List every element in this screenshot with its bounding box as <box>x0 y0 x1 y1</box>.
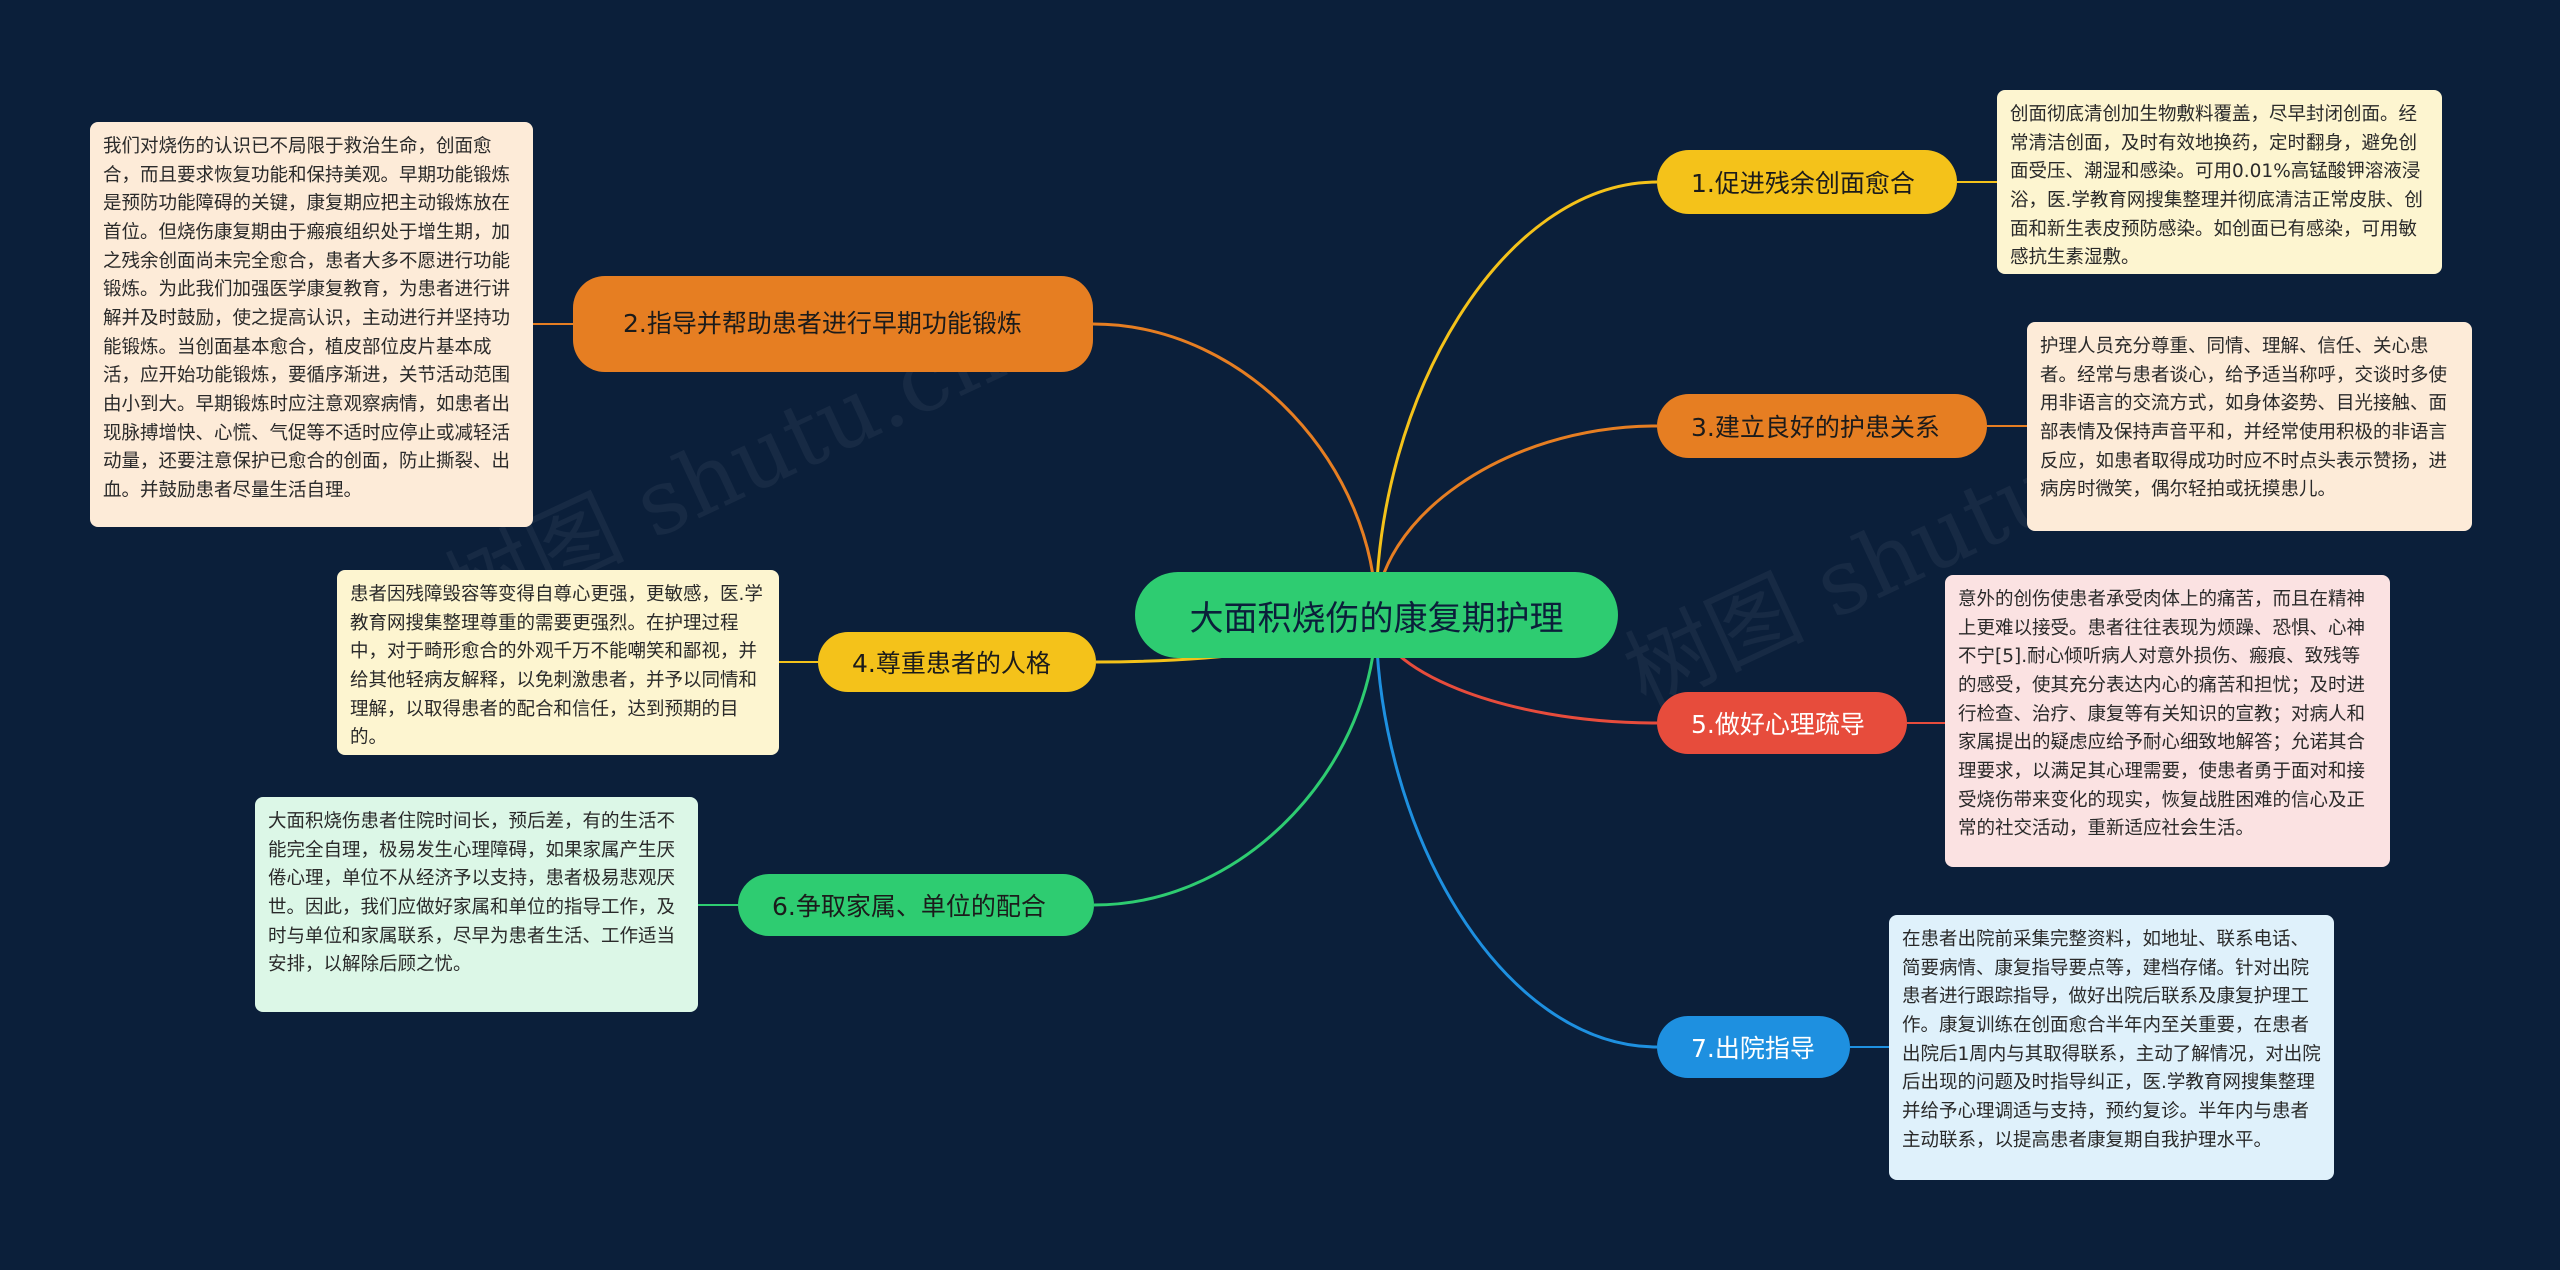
branch-3[interactable]: 3.建立良好的护患关系 <box>1657 394 1987 458</box>
note-1: 创面彻底清创加生物敷料覆盖，尽早封闭创面。经常清洁创面，及时有效地换药，定时翻身… <box>1997 90 2442 274</box>
branch-2[interactable]: 2.指导并帮助患者进行早期功能锻炼 <box>573 276 1093 372</box>
branch-connector-1 <box>1374 180 1658 616</box>
branch-connector-2 <box>1092 322 1378 616</box>
note-5: 意外的创伤使患者承受肉体上的痛苦，而且在精神上更难以接受。患者往往表现为烦躁、恐… <box>1945 575 2390 867</box>
note-6: 大面积烧伤患者住院时间长，预后差，有的生活不能完全自理，极易发生心理障碍，如果家… <box>255 797 698 1012</box>
note-7: 在患者出院前采集完整资料，如地址、联系电话、简要病情、康复指导要点等，建档存储。… <box>1889 915 2334 1180</box>
note-4: 患者因残障毁容等变得自尊心更强，更敏感，医.学教育网搜集整理尊重的需要更强烈。在… <box>337 570 779 755</box>
branch-1[interactable]: 1.促进残余创面愈合 <box>1657 150 1957 214</box>
note-2: 我们对烧伤的认识已不局限于救治生命，创面愈合，而且要求恢复功能和保持美观。早期功… <box>90 122 533 527</box>
branch-4[interactable]: 4.尊重患者的人格 <box>818 632 1096 692</box>
branch-5[interactable]: 5.做好心理疏导 <box>1657 692 1907 754</box>
branch-connector-7 <box>1374 614 1658 1049</box>
root-topic[interactable]: 大面积烧伤的康复期护理 <box>1135 572 1618 658</box>
note-3: 护理人员充分尊重、同情、理解、信任、关心患者。经常与患者谈心，给予适当称呼，交谈… <box>2027 322 2472 531</box>
branch-6[interactable]: 6.争取家属、单位的配合 <box>738 874 1094 936</box>
branch-connector-6 <box>1093 614 1378 907</box>
branch-7[interactable]: 7.出院指导 <box>1657 1016 1850 1078</box>
